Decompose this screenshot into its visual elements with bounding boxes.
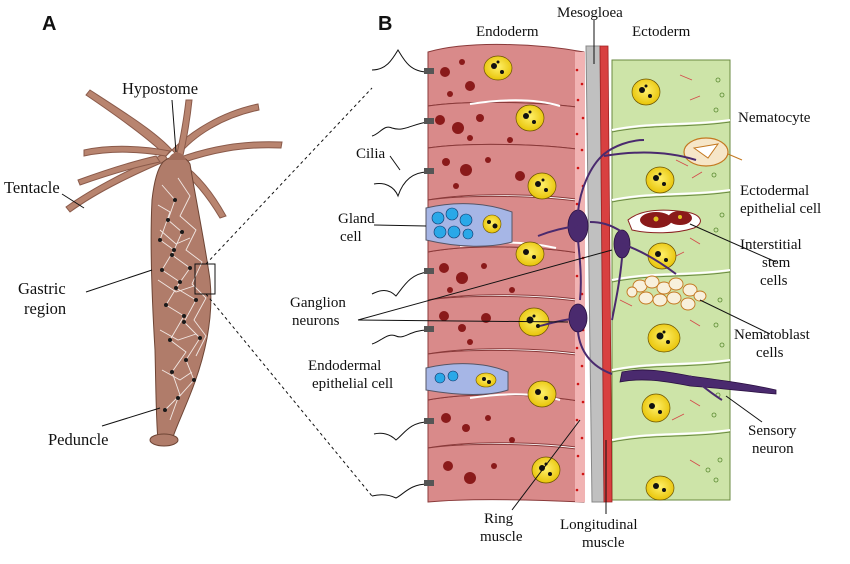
label-hypostome: Hypostome bbox=[122, 79, 198, 98]
label-endo-epi-line2: epithelial cell bbox=[312, 376, 393, 392]
panel-b-letter: B bbox=[378, 13, 392, 35]
panel-a-letter: A bbox=[42, 13, 56, 35]
nematoblast-cells bbox=[626, 275, 707, 311]
label-gastric-line1: Gastric bbox=[18, 279, 66, 298]
label-longitudinal-line1: Longitudinal bbox=[560, 517, 638, 533]
label-ecto-epi-line2: epithelial cell bbox=[740, 201, 821, 217]
zoom-line-top bbox=[205, 87, 373, 265]
ectoderm-cell-borders bbox=[611, 119, 731, 441]
label-endo-epi-line1: Endodermal bbox=[308, 358, 381, 374]
label-ring-line1: Ring bbox=[484, 511, 514, 527]
hydra-organism bbox=[65, 89, 283, 447]
ectoderm-nuclei bbox=[631, 78, 681, 501]
neurites bbox=[537, 139, 723, 401]
label-longitudinal-line2: muscle bbox=[582, 535, 625, 551]
tissue-section bbox=[371, 43, 777, 503]
label-peduncle: Peduncle bbox=[48, 430, 108, 449]
gland-cell-lower bbox=[425, 363, 509, 395]
gland-cell-upper bbox=[425, 203, 513, 247]
label-ecto-epi-line1: Ectodermal bbox=[740, 183, 809, 199]
zoom-line-bottom bbox=[205, 293, 373, 497]
ectoderm-nucleoli bbox=[639, 84, 670, 492]
label-gland-line1: Gland bbox=[338, 211, 375, 227]
label-nematocyte: Nematocyte bbox=[738, 110, 811, 126]
label-sensory-line2: neuron bbox=[752, 441, 794, 457]
nematocyte bbox=[683, 137, 743, 167]
label-gland-line2: cell bbox=[340, 229, 362, 245]
endoderm-cilia bbox=[371, 49, 429, 499]
label-sensory-line1: Sensory bbox=[748, 423, 797, 439]
label-interstitial-line1: Interstitial bbox=[740, 237, 802, 253]
hydra-nerve-dots bbox=[158, 198, 202, 412]
label-ganglion-line1: Ganglion bbox=[290, 295, 346, 311]
label-ganglion-line2: neurons bbox=[292, 313, 340, 329]
endoderm-vacuoles bbox=[435, 59, 525, 484]
label-ectoderm: Ectoderm bbox=[632, 24, 691, 40]
label-gastric-line2: region bbox=[24, 299, 66, 318]
label-cilia: Cilia bbox=[356, 146, 386, 162]
cilia-basal-bodies bbox=[424, 68, 434, 486]
interstitial-stem-cells bbox=[627, 209, 701, 234]
label-tentacle: Tentacle bbox=[4, 178, 60, 197]
label-interstitial-line3: cells bbox=[760, 273, 788, 289]
label-mesogloea: Mesogloea bbox=[557, 5, 623, 21]
label-nematoblast-line1: Nematoblast bbox=[734, 327, 811, 343]
label-nematoblast-line2: cells bbox=[756, 345, 784, 361]
endoderm-nucleoli bbox=[491, 60, 552, 476]
label-endoderm: Endoderm bbox=[476, 24, 539, 40]
longitudinal-muscle bbox=[599, 45, 613, 503]
hydra-body-column bbox=[150, 155, 212, 441]
endoderm-layer bbox=[427, 43, 585, 503]
label-ring-line2: muscle bbox=[480, 529, 523, 545]
magnification-box bbox=[194, 263, 216, 295]
ectoderm-granules bbox=[705, 77, 725, 483]
